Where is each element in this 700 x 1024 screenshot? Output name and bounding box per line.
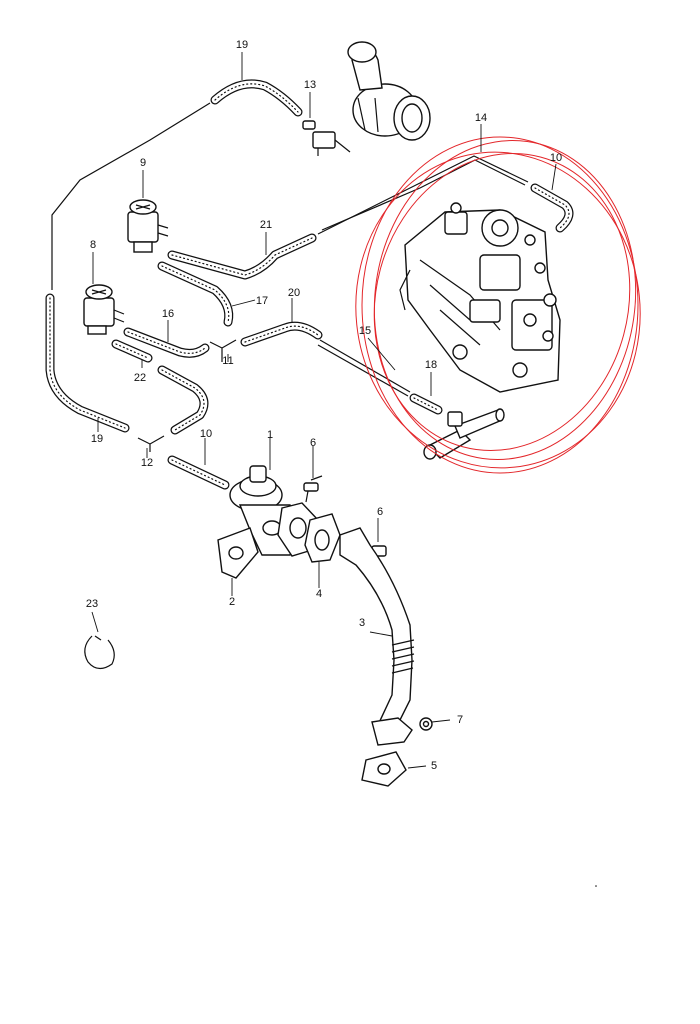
hose-19-lower: [45, 293, 130, 433]
label-14: 14: [475, 112, 487, 124]
label-20: 20: [288, 287, 300, 299]
hose-18: [409, 393, 443, 415]
label-6-right: 6: [377, 506, 383, 518]
hose-10-lower: [167, 455, 230, 490]
egr-pipe-3: [339, 527, 415, 746]
gasket-2: [217, 527, 259, 579]
vacuum-line-upper: [51, 102, 211, 290]
vacuum-line-15: [319, 339, 411, 393]
label-21: 21: [260, 219, 272, 231]
t-piece-11: [209, 339, 237, 362]
label-10-lower: 10: [200, 428, 212, 440]
vacuum-line-15b: [317, 344, 409, 397]
hose-10-right: [530, 183, 574, 233]
hose-16: [123, 327, 210, 358]
valve-13: [302, 120, 351, 156]
label-13: 13: [304, 79, 316, 91]
vacuum-line-14: [317, 155, 529, 235]
injection-pump: [399, 202, 561, 393]
gasket-5: [361, 751, 407, 787]
turbocharger: [347, 41, 431, 141]
label-10-right: 10: [550, 152, 562, 164]
label-15: 15: [359, 325, 371, 337]
hoses: [45, 79, 574, 490]
speck: [595, 885, 597, 887]
nut-7: [419, 717, 433, 731]
label-4: 4: [316, 588, 322, 600]
label-16: 16: [162, 308, 174, 320]
label-12: 12: [141, 457, 153, 469]
label-1: 1: [267, 429, 273, 441]
label-8: 8: [90, 239, 96, 251]
solenoid-valve-8: [83, 284, 125, 335]
leader-lines: [91, 52, 557, 769]
label-2: 2: [229, 596, 235, 608]
solenoid-valve-9: [127, 199, 169, 253]
t-piece-12: [137, 435, 165, 452]
clip-23: [84, 635, 115, 670]
label-5: 5: [431, 760, 437, 772]
hose-19-top: [210, 79, 303, 117]
hose-20: [240, 321, 323, 347]
label-6-top: 6: [310, 437, 316, 449]
gasket-4: [304, 513, 341, 563]
label-11: 11: [222, 355, 233, 367]
fuel-tee: [423, 408, 505, 460]
label-19-lower: 19: [91, 433, 103, 445]
label-18: 18: [425, 359, 437, 371]
label-3: 3: [359, 617, 365, 629]
part-number-labels: 19 13 14 10 9 21 8 17 20 16 15 11 18 22 …: [86, 39, 562, 772]
hose-21: [167, 233, 317, 280]
bolt-6-top: [303, 475, 323, 503]
hose-17: [157, 261, 234, 327]
label-9: 9: [140, 157, 146, 169]
label-7: 7: [457, 714, 463, 726]
label-23: 23: [86, 598, 98, 610]
label-17: 17: [256, 295, 268, 307]
label-19-top: 19: [236, 39, 248, 51]
hose-22: [111, 339, 209, 435]
highlight-circle: [355, 136, 641, 474]
label-22: 22: [134, 372, 146, 384]
